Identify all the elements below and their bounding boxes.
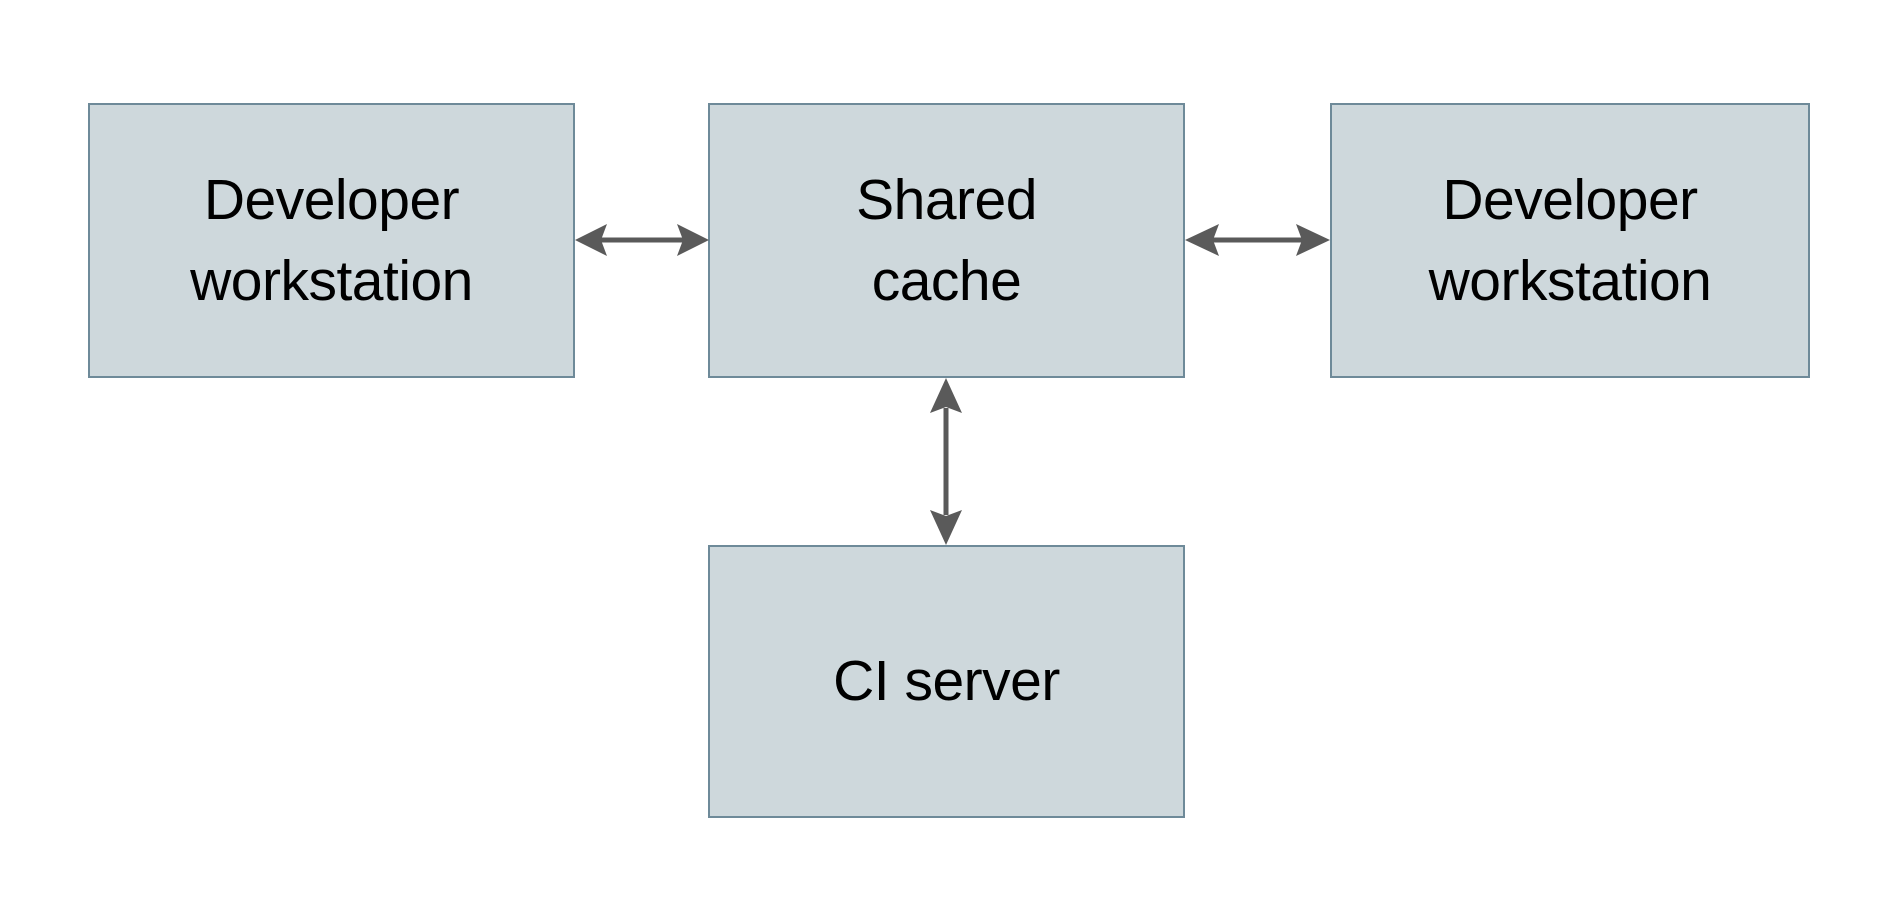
- node-label-ci-server: CI server: [833, 649, 1060, 714]
- edge-ci-server-to-shared-cache: [930, 378, 962, 545]
- arrowhead-left-icon: [1185, 224, 1219, 256]
- arrowhead-down-icon: [930, 510, 962, 545]
- node-developer-workstation-left[interactable]: Developer workstation: [88, 103, 575, 378]
- arrowhead-right-icon: [1296, 224, 1330, 256]
- edge-shaft: [1211, 237, 1304, 243]
- arrowhead-left-icon: [575, 224, 607, 256]
- node-label-shared-cache: Shared cache: [856, 167, 1037, 313]
- arrowhead-up-icon: [930, 378, 962, 413]
- node-label-developer-workstation-right: Developer workstation: [1428, 167, 1712, 313]
- edge-shaft: [943, 408, 949, 515]
- node-ci-server[interactable]: CI server: [708, 545, 1185, 818]
- node-label-developer-workstation-left: Developer workstation: [190, 167, 473, 313]
- arrowhead-right-icon: [677, 224, 709, 256]
- node-developer-workstation-right[interactable]: Developer workstation: [1330, 103, 1810, 378]
- edge-shaft: [599, 237, 685, 243]
- node-shared-cache[interactable]: Shared cache: [708, 103, 1185, 378]
- edge-shared-cache-to-developer-workstation-right: [1185, 224, 1330, 256]
- edge-developer-workstation-left-to-shared-cache: [575, 224, 709, 256]
